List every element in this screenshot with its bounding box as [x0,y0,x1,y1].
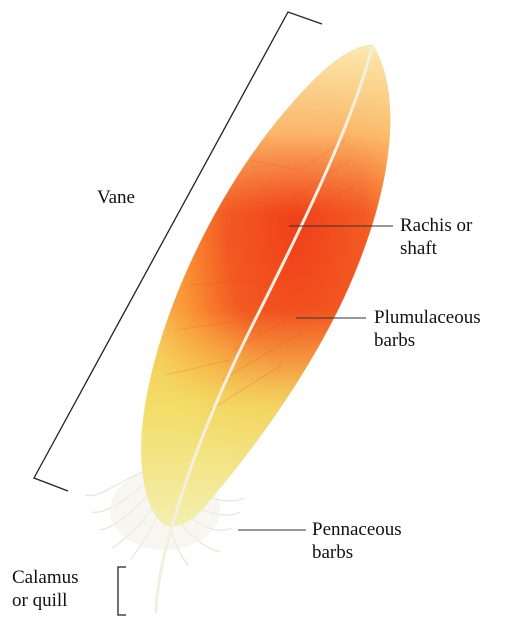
rachis-label-line-2: shaft [400,237,472,260]
rachis-label-line-1: Rachis or [400,214,472,237]
calamus-label-line-1: Calamus [12,566,79,589]
calamus-bracket [118,567,126,615]
plumulaceous-label-line-1: Plumulaceous [374,306,481,329]
plumulaceous-label-line-2: barbs [374,329,481,352]
pennaceous-label-line-1: Pennaceous [312,518,402,541]
calamus-label: Calamus or quill [12,566,79,612]
pennaceous-label: Pennaceous barbs [312,518,402,564]
calamus-label-line-2: or quill [12,589,79,612]
vane-label-text: Vane [97,186,135,209]
pennaceous-label-line-2: barbs [312,541,402,564]
plumulaceous-label: Plumulaceous barbs [374,306,481,352]
rachis-label: Rachis or shaft [400,214,472,260]
vane-label: Vane [97,186,135,209]
